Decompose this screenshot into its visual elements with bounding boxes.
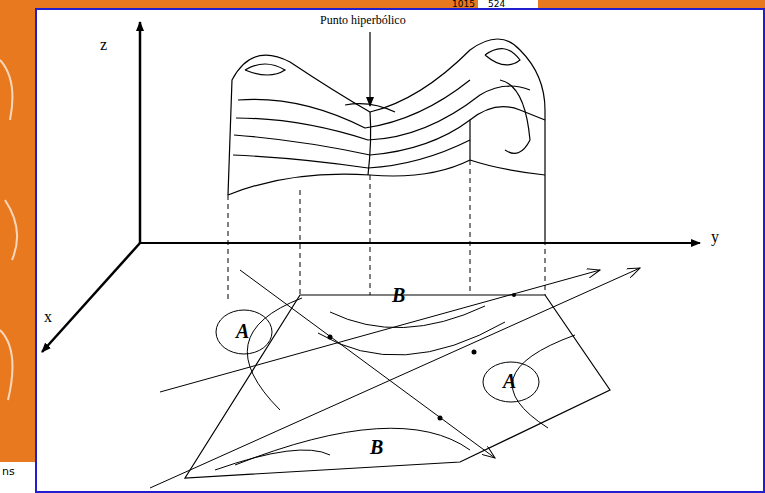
region-label: A	[503, 370, 516, 392]
background-map	[0, 0, 36, 470]
axis-label: x	[44, 308, 52, 326]
region-label: B	[370, 436, 383, 458]
background-text: ns	[2, 466, 15, 478]
panel-frame	[36, 9, 764, 492]
axis-label: z	[100, 36, 107, 54]
background-text: 524	[488, 0, 505, 10]
axis-label: y	[711, 228, 719, 246]
region-label: A	[236, 320, 249, 342]
callout-label: Punto hiperbólico	[318, 14, 408, 27]
background-text: 1015	[452, 0, 475, 10]
region-label: B	[392, 284, 405, 306]
